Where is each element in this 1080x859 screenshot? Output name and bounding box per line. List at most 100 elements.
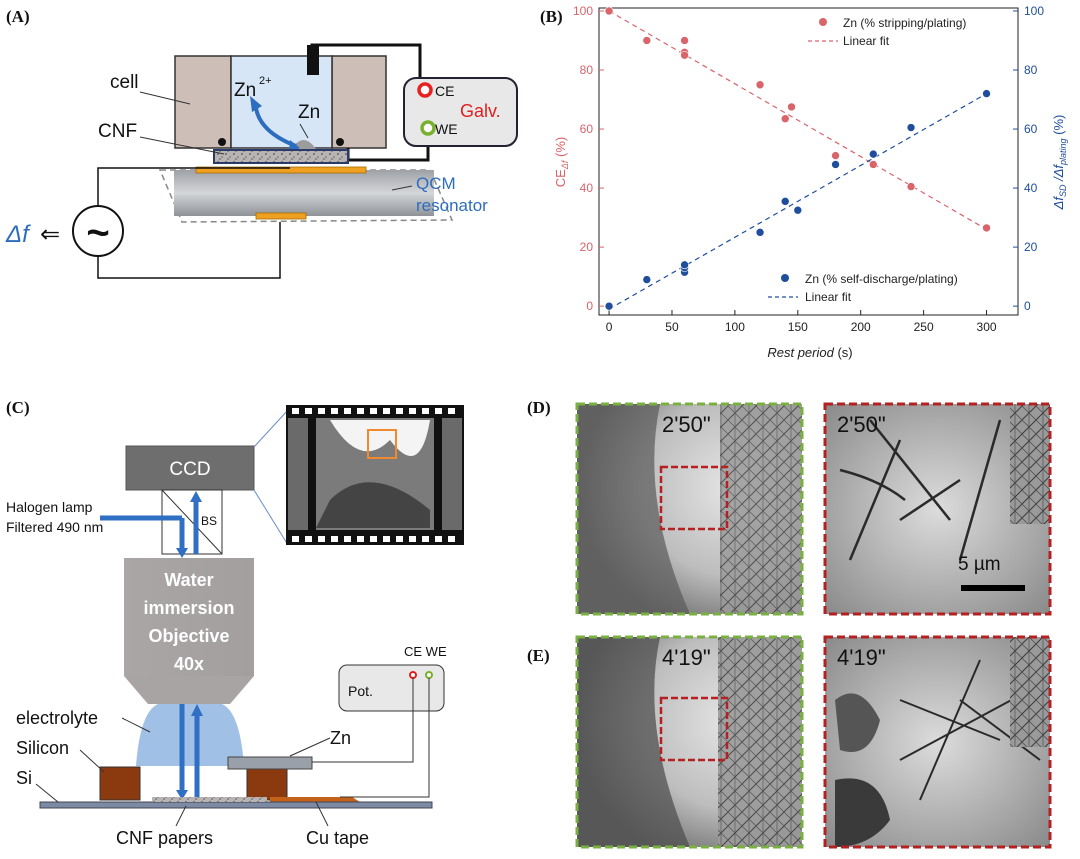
cnf-label: CNF <box>98 121 137 142</box>
data-point-0 <box>780 114 790 123</box>
data-point-0 <box>787 102 796 112</box>
zn-foil-label: Zn <box>330 728 351 748</box>
time-d-left: 2'50" <box>662 412 711 437</box>
data-point-1 <box>642 275 652 284</box>
y-right-tick-label: 20 <box>1024 240 1038 254</box>
qcm-resonator <box>174 170 434 216</box>
legend-blue-marker <box>781 274 789 282</box>
panel-c-label: (C) <box>6 398 30 417</box>
y-right-tick-label: 60 <box>1024 122 1038 136</box>
zn-label: Zn <box>298 102 320 123</box>
panel-a: (A) Zn 2+ Zn cell CNF QCM resonator <box>5 7 518 279</box>
oscillator-tilde: ~ <box>86 211 109 255</box>
delta-f-label: Δf <box>5 221 31 248</box>
time-e-left: 4'19" <box>662 645 711 670</box>
zoom-box-d <box>659 465 729 531</box>
time-d-right: 2'50" <box>837 412 886 437</box>
zoom-box-e <box>659 696 729 762</box>
y-right-tick-label: 40 <box>1024 181 1038 195</box>
objective-line-4: 40x <box>174 654 204 674</box>
y-left-tick-label: 100 <box>573 4 593 18</box>
si-label: Si <box>16 768 32 788</box>
zn-ion-charge: 2+ <box>259 75 272 87</box>
silicon-label: Silicon <box>16 738 69 758</box>
data-point-0 <box>982 223 991 233</box>
data-point-1 <box>680 260 689 270</box>
data-point-1 <box>793 205 803 215</box>
cell-label: cell <box>110 72 139 93</box>
data-point-1 <box>906 123 916 132</box>
panel-c: (C) CCD BS Halogen lamp Filtered 490 nm … <box>6 398 464 848</box>
legend-blue-fit-label: Linear fit <box>805 290 852 304</box>
lamp-label-2: Filtered 490 nm <box>6 519 103 535</box>
data-point-0 <box>642 36 652 45</box>
x-tick-label: 100 <box>725 320 745 334</box>
bs-label: BS <box>201 514 217 528</box>
y-left-tick-label: 60 <box>580 122 594 136</box>
data-point-0 <box>680 50 689 60</box>
data-point-0 <box>680 36 689 45</box>
y-left-tick-label: 20 <box>580 240 594 254</box>
cell-wall-right <box>331 55 387 149</box>
objective <box>124 558 254 676</box>
legend-red-label: Zn (% stripping/plating) <box>843 16 966 30</box>
lamp-label-1: Halogen lamp <box>6 499 93 515</box>
we-terminal <box>420 120 436 136</box>
galv-label: Galv. <box>460 101 501 121</box>
x-tick-label: 250 <box>914 320 934 334</box>
arrow-label: ⇐ <box>40 221 60 248</box>
data-point-0 <box>869 160 878 169</box>
y-right-tick-label: 80 <box>1024 63 1038 77</box>
data-points <box>604 6 991 311</box>
silicon-spacer-right <box>246 766 288 801</box>
data-point-1 <box>780 197 790 206</box>
we-label: WE <box>435 121 458 137</box>
silicon-spacer-left <box>99 766 141 801</box>
qcm-label: QCM <box>416 174 456 193</box>
data-point-1 <box>982 89 991 98</box>
ce-we-label: CE WE <box>404 644 447 659</box>
potentiostat-box <box>338 664 445 712</box>
counter-electrode <box>307 45 319 75</box>
fit-line-0 <box>608 10 987 230</box>
legend-blue-label: Zn (% self-discharge/plating) <box>805 272 958 286</box>
y-right-tick-label: 100 <box>1024 4 1044 18</box>
pot-ce-terminal <box>409 671 417 679</box>
data-point-1 <box>604 301 614 311</box>
data-point-1 <box>831 160 840 169</box>
data-point-0 <box>604 6 614 16</box>
panel-e: (E) 4'19" 4'19" <box>527 635 1052 849</box>
ce-label: CE <box>435 83 454 99</box>
panel-a-label: (A) <box>6 7 30 26</box>
y-left-tick-label: 80 <box>580 63 594 77</box>
data-point-1 <box>755 228 765 237</box>
panel-d-label: (D) <box>527 398 551 417</box>
panel-b-label: (B) <box>540 7 563 26</box>
film-zoom-box <box>367 429 397 459</box>
time-e-right: 4'19" <box>837 645 886 670</box>
y-right-tick-label: 0 <box>1024 299 1031 313</box>
legend-red-marker <box>819 18 827 26</box>
si-substrate <box>39 801 433 809</box>
ccd-label: CCD <box>169 459 210 480</box>
objective-line-1: Water <box>164 570 213 590</box>
fit-line-1 <box>608 93 987 310</box>
ce-terminal <box>417 82 433 98</box>
plot-frame <box>598 7 1019 316</box>
cnf-paper <box>152 797 267 802</box>
objective-line-2: immersion <box>143 598 234 618</box>
x-axis-label: Rest period (s) <box>767 345 852 360</box>
oscillator <box>72 205 124 257</box>
x-tick-label: 150 <box>788 320 808 334</box>
data-point-0 <box>831 151 840 160</box>
cu-tape-label: Cu tape <box>306 828 369 848</box>
x-tick-label: 50 <box>665 320 679 334</box>
x-tick-label: 200 <box>851 320 871 334</box>
scale-bar <box>961 585 1025 591</box>
y-left-tick-label: 40 <box>580 181 594 195</box>
zn-ion-label: Zn <box>234 80 256 101</box>
data-point-0 <box>755 80 765 90</box>
scale-bar-label: 5 µm <box>958 554 1001 575</box>
